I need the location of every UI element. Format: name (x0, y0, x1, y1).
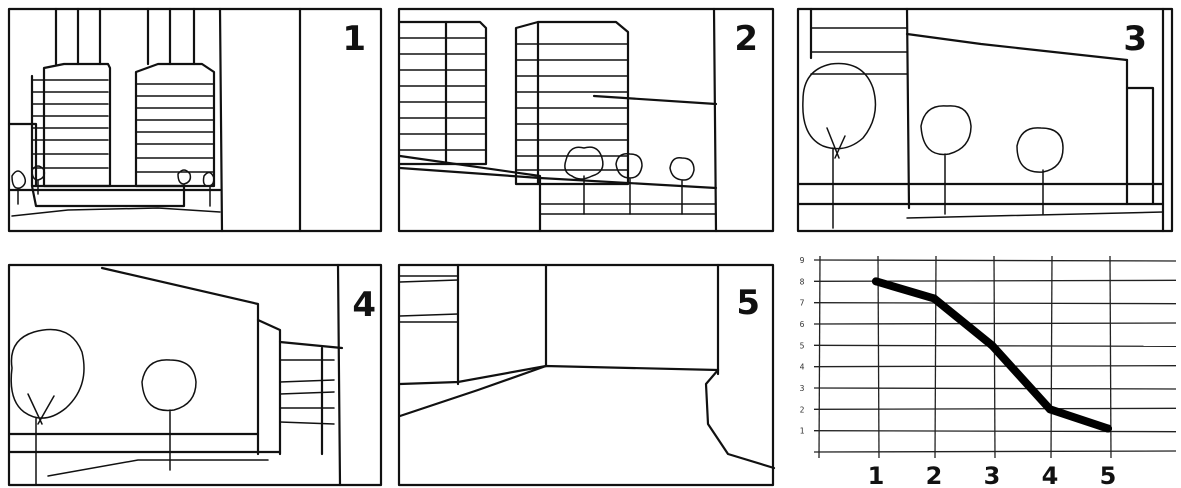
panel-number-2: 2 (734, 22, 758, 56)
x-tick-label: 1 (868, 462, 885, 488)
sketch-panel-4: 4 (8, 264, 382, 486)
y-tick-label: 8 (800, 277, 805, 286)
chart-canvas: 1 2 3 4 5 6 7 8 9 1 2 3 4 5 (790, 252, 1181, 488)
grid-line-horizontal (814, 280, 1176, 281)
grid-line-vertical (819, 256, 820, 458)
y-tick-label: 2 (800, 405, 805, 414)
grid-line-horizontal (814, 260, 1176, 261)
y-tick-label: 9 (800, 256, 805, 265)
grid-line-vertical (1051, 256, 1052, 458)
y-tick-label: 7 (800, 299, 805, 308)
y-tick-label: 6 (800, 320, 805, 329)
panel-number-3: 3 (1123, 22, 1147, 56)
grid-line-vertical (935, 256, 936, 458)
sketch-drawing-5 (398, 264, 774, 486)
panel-number-4: 4 (352, 288, 376, 322)
sketch-drawing-2 (398, 8, 774, 232)
sketch-drawing-1 (8, 8, 382, 232)
data-point (930, 294, 938, 302)
data-point (1046, 405, 1054, 413)
x-tick-label: 3 (984, 462, 1001, 488)
x-tick-label: 2 (926, 462, 943, 488)
y-tick-label: 4 (800, 363, 805, 372)
x-tick-label: 4 (1042, 462, 1059, 488)
sketch-panel-2: 2 (398, 8, 774, 232)
x-tick-label: 5 (1100, 462, 1117, 488)
line-chart: 1 2 3 4 5 6 7 8 9 1 2 3 4 5 (790, 252, 1181, 488)
data-point (872, 277, 880, 285)
sketch-drawing-3 (797, 8, 1173, 232)
y-tick-label: 3 (800, 384, 805, 393)
sketch-drawing-4 (8, 264, 382, 486)
sketch-panel-3: 3 (797, 8, 1173, 232)
panel-number-1: 1 (342, 22, 366, 56)
sketch-panel-5: 5 (398, 264, 774, 486)
grid-line-horizontal (814, 303, 1176, 304)
grid-line-vertical (994, 256, 995, 458)
panel-number-5: 5 (736, 286, 760, 320)
sketch-panel-1: 1 (8, 8, 382, 232)
grid-line-horizontal (814, 323, 1176, 324)
y-tick-label: 5 (800, 341, 805, 350)
data-point (988, 341, 996, 349)
y-tick-label: 1 (800, 427, 805, 436)
data-point (1104, 425, 1112, 433)
